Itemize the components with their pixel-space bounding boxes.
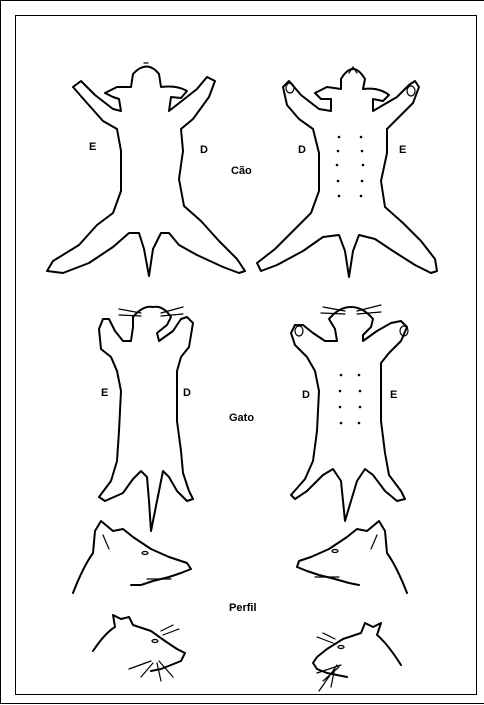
cat-ventral-outline	[291, 305, 408, 521]
cat-title: Gato	[229, 412, 254, 424]
cat-ventral-right-side-label: E	[390, 389, 397, 401]
cat-profile-left	[93, 615, 185, 681]
dog-dorsal-outline	[47, 63, 245, 276]
dog-ventral-right-side-label: E	[399, 144, 406, 156]
cat-dorsal-left-side-label: E	[101, 387, 108, 399]
cat-dorsal-outline	[99, 307, 193, 531]
dog-ventral-left-side-label: D	[298, 144, 306, 156]
profile-title: Perfil	[229, 602, 257, 614]
dog-dorsal-right-side-label: D	[200, 144, 208, 156]
dog-dorsal-left-side-label: E	[89, 141, 96, 153]
dog-profile-left	[73, 521, 191, 593]
dog-title: Cão	[231, 165, 252, 177]
cat-ventral-nipples	[339, 374, 362, 425]
cat-profile-right	[313, 623, 401, 691]
cat-ventral-left-side-label: D	[302, 389, 310, 401]
dog-ventral-nipples	[336, 136, 365, 198]
cat-dorsal-right-side-label: D	[183, 387, 191, 399]
dog-profile-right	[297, 521, 407, 593]
dog-ventral-outline	[257, 67, 437, 277]
